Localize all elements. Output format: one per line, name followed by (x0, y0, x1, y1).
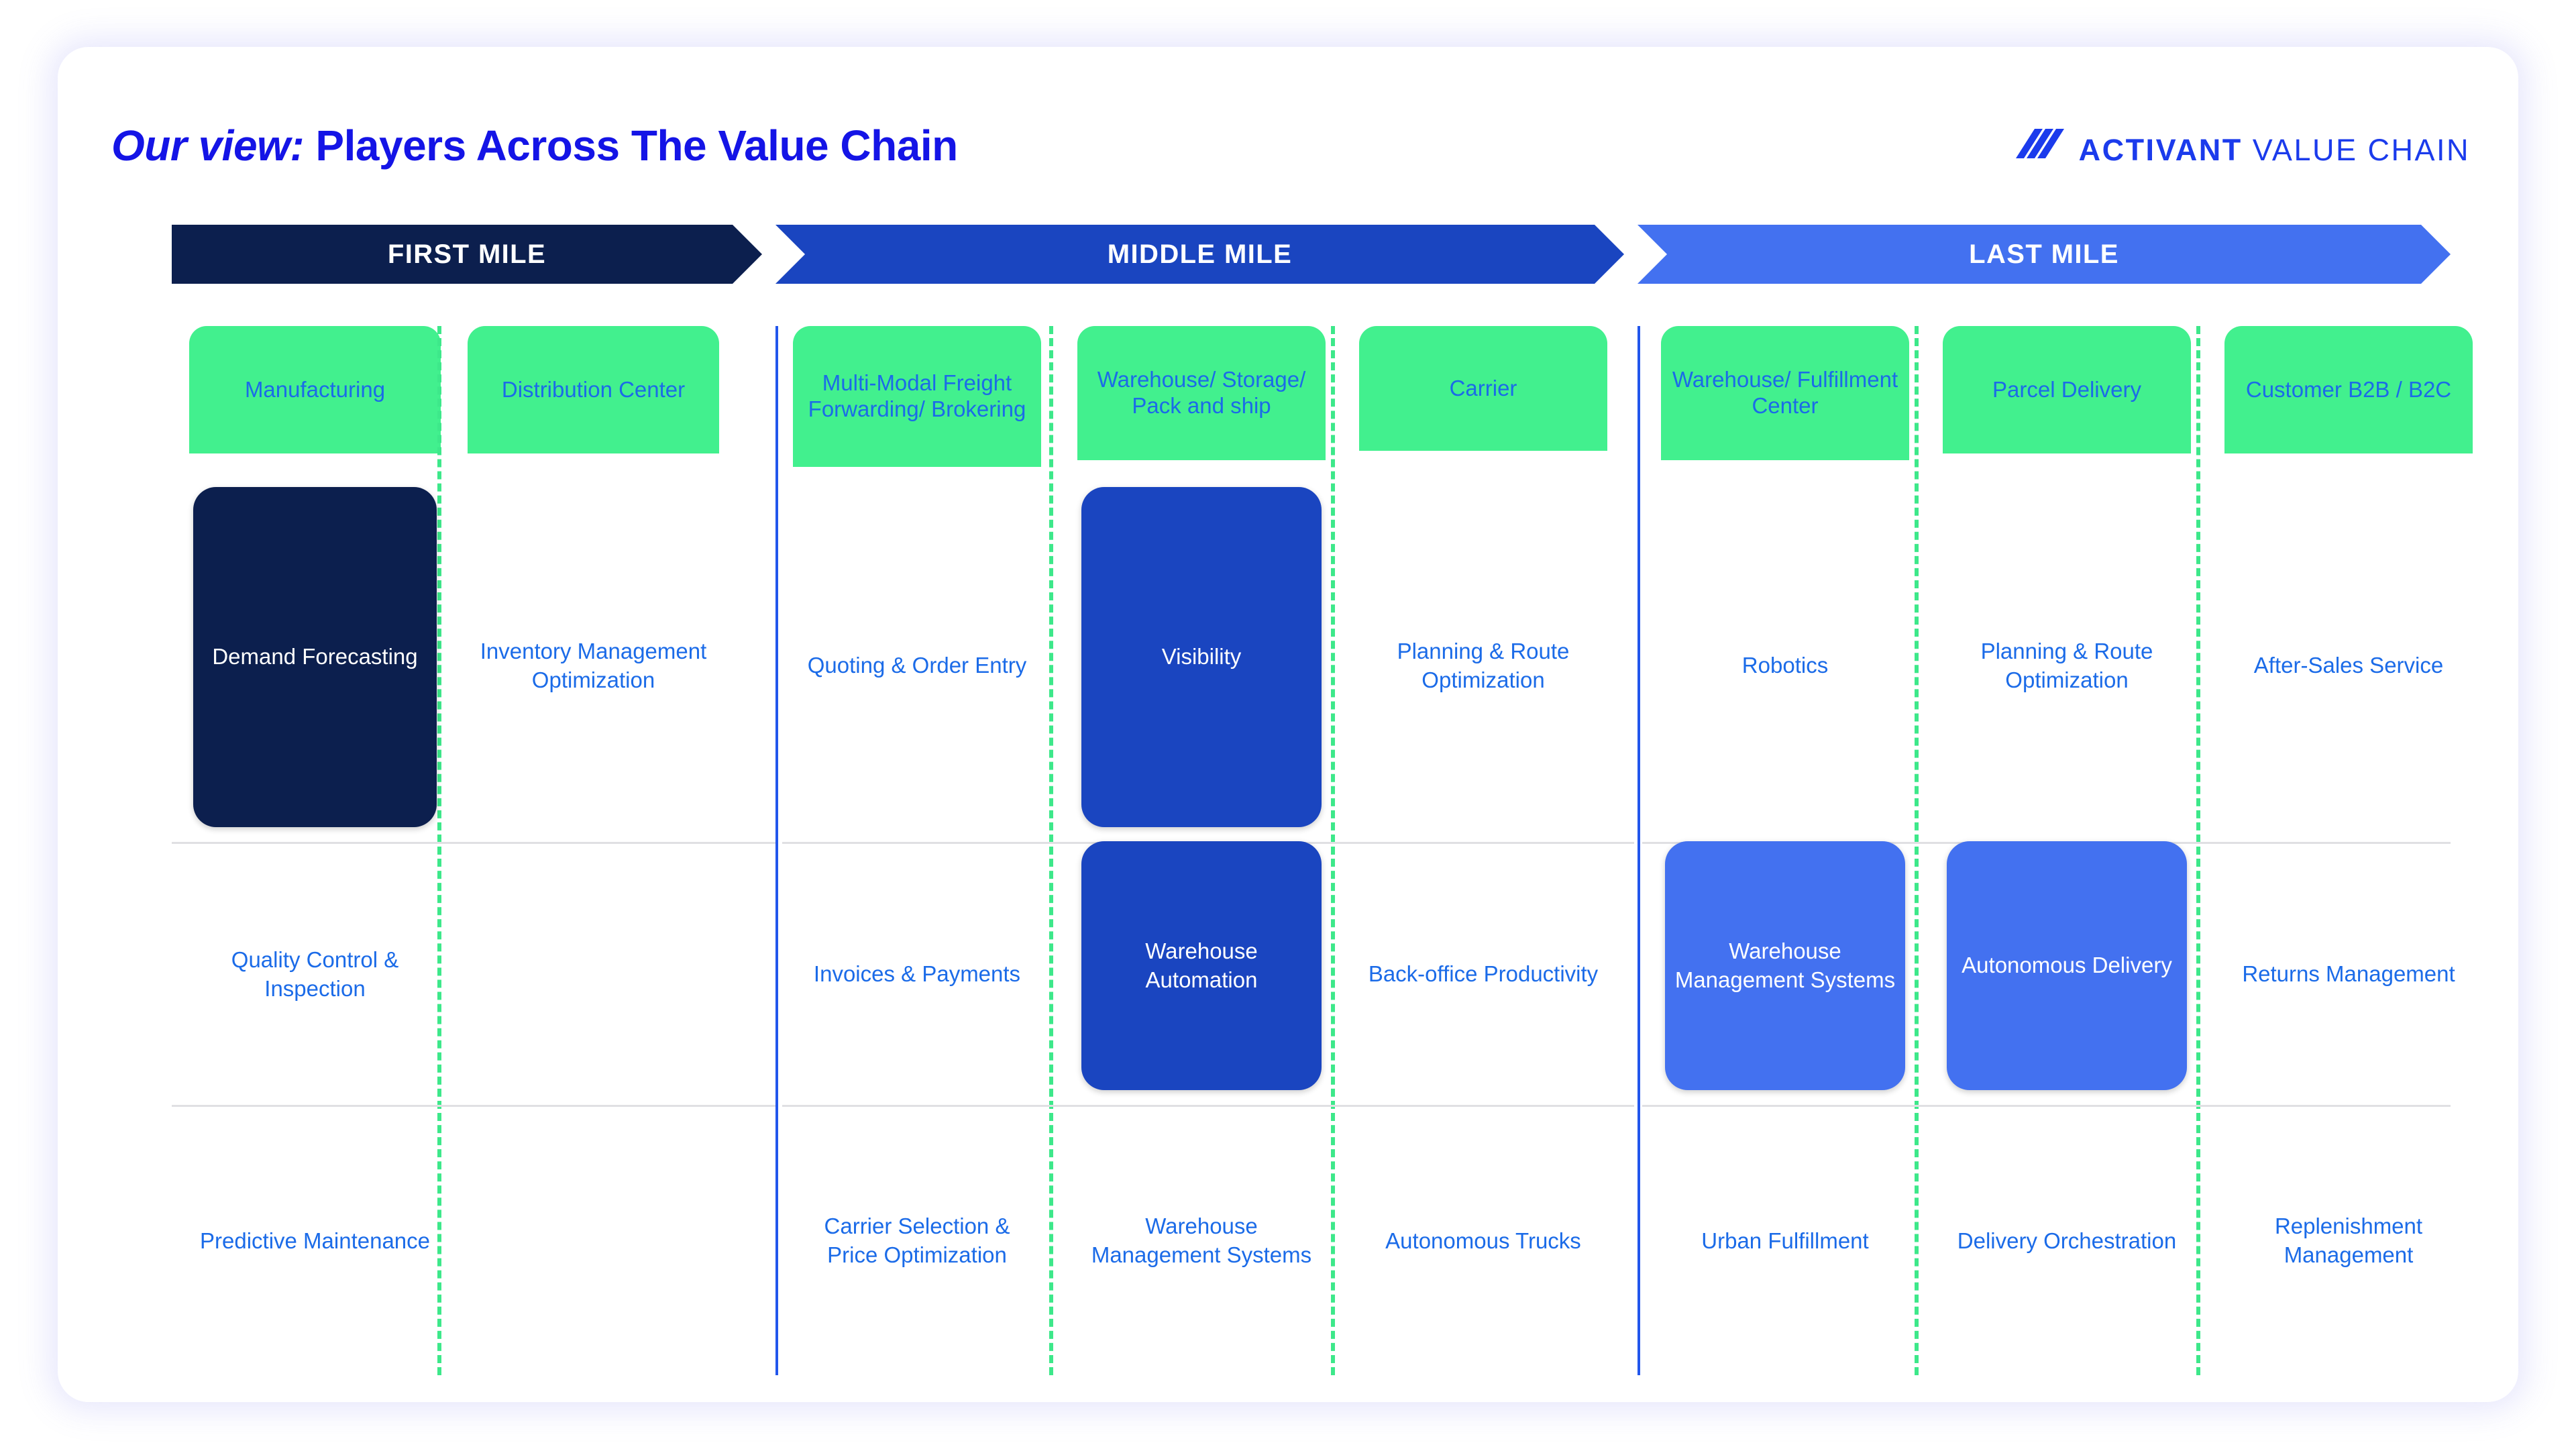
column-header-freight-forwarding: Multi-Modal Freight Forwarding/ Brokerin… (793, 326, 1041, 467)
header: Our view: Players Across The Value Chain… (58, 47, 2518, 181)
highlight-card-fulfillment-center-row-2: Warehouse Management Systems (1665, 841, 1905, 1090)
highlight-card-manufacturing-row-1: Demand Forecasting (193, 487, 437, 827)
page-title-prefix: Our view: (111, 121, 305, 170)
cell-freight-forwarding-row-3: Carrier Selection & Price Optimization (824, 1214, 1010, 1267)
column-divider-2 (1331, 326, 1335, 1375)
cell-manufacturing-row-3: Predictive Maintenance (199, 1228, 431, 1253)
highlight-card-warehouse-storage-row-2: Warehouse Automation (1081, 841, 1322, 1090)
section-banner-middle-mile: MIDDLE MILE (775, 225, 1624, 284)
column-header-customer: Customer B2B / B2C (2224, 326, 2473, 453)
cell-customer-row-1: After-Sales Service (2253, 653, 2444, 678)
cell-customer-row-2: Returns Management (2242, 961, 2455, 987)
highlight-card-parcel-delivery-row-2: Autonomous Delivery (1947, 841, 2187, 1090)
section-banner-last-mile: LAST MILE (1638, 225, 2451, 284)
cell-fulfillment-center-row-3: Urban Fulfillment (1701, 1228, 1869, 1253)
cell-carrier-row-1: Planning & Route Optimization (1397, 638, 1570, 692)
cell-warehouse-storage-row-3: Warehouse Management Systems (1091, 1214, 1312, 1267)
column-divider-3 (1915, 326, 1919, 1375)
brand-logo-text: ACTIVANT VALUE CHAIN (2079, 133, 2470, 168)
cell-freight-forwarding-row-2: Invoices & Payments (813, 961, 1021, 987)
slide-card: Our view: Players Across The Value Chain… (58, 47, 2518, 1402)
column-header-parcel-delivery: Parcel Delivery (1943, 326, 2191, 453)
column-header-distribution-center: Distribution Center (468, 326, 719, 453)
cell-customer-row-3: Replenishment Management (2274, 1214, 2423, 1267)
row-separator-0-0 (172, 842, 775, 844)
highlight-card-warehouse-storage-row-1: Visibility (1081, 487, 1322, 827)
column-header-carrier: Carrier (1359, 326, 1607, 451)
row-separator-1-0 (172, 1105, 775, 1107)
brand-name: ACTIVANT (2078, 132, 2243, 167)
cell-manufacturing-row-2: Quality Control & Inspection (231, 947, 399, 1001)
brand-logo: ACTIVANT VALUE CHAIN (2015, 129, 2470, 171)
cell-freight-forwarding-row-1: Quoting & Order Entry (807, 653, 1027, 678)
row-separator-1-2 (1642, 1105, 2451, 1107)
activant-stripes-logo-icon (2015, 129, 2067, 171)
section-divider-1 (1638, 326, 1640, 1375)
column-header-manufacturing: Manufacturing (189, 326, 441, 453)
cell-parcel-delivery-row-3: Delivery Orchestration (1957, 1228, 2177, 1253)
cell-carrier-row-2: Back-office Productivity (1368, 961, 1599, 987)
page-title: Our view: Players Across The Value Chain (111, 121, 958, 170)
column-divider-4 (2196, 326, 2200, 1375)
brand-tagline: VALUE CHAIN (2252, 132, 2470, 167)
cell-distribution-center-row-1: Inventory Management Optimization (480, 638, 707, 692)
column-divider-1 (1049, 326, 1053, 1375)
cell-fulfillment-center-row-1: Robotics (1741, 653, 1829, 678)
row-separator-1-1 (782, 1105, 1634, 1107)
section-divider-0 (775, 326, 778, 1375)
column-header-warehouse-storage: Warehouse/ Storage/ Pack and ship (1077, 326, 1326, 460)
column-divider-0 (437, 326, 441, 1375)
section-banner-first-mile: FIRST MILE (172, 225, 762, 284)
cell-parcel-delivery-row-1: Planning & Route Optimization (1980, 638, 2153, 692)
cell-carrier-row-3: Autonomous Trucks (1385, 1228, 1581, 1253)
column-header-fulfillment-center: Warehouse/ Fulfillment Center (1661, 326, 1909, 460)
page-title-main: Players Across The Value Chain (315, 121, 958, 170)
